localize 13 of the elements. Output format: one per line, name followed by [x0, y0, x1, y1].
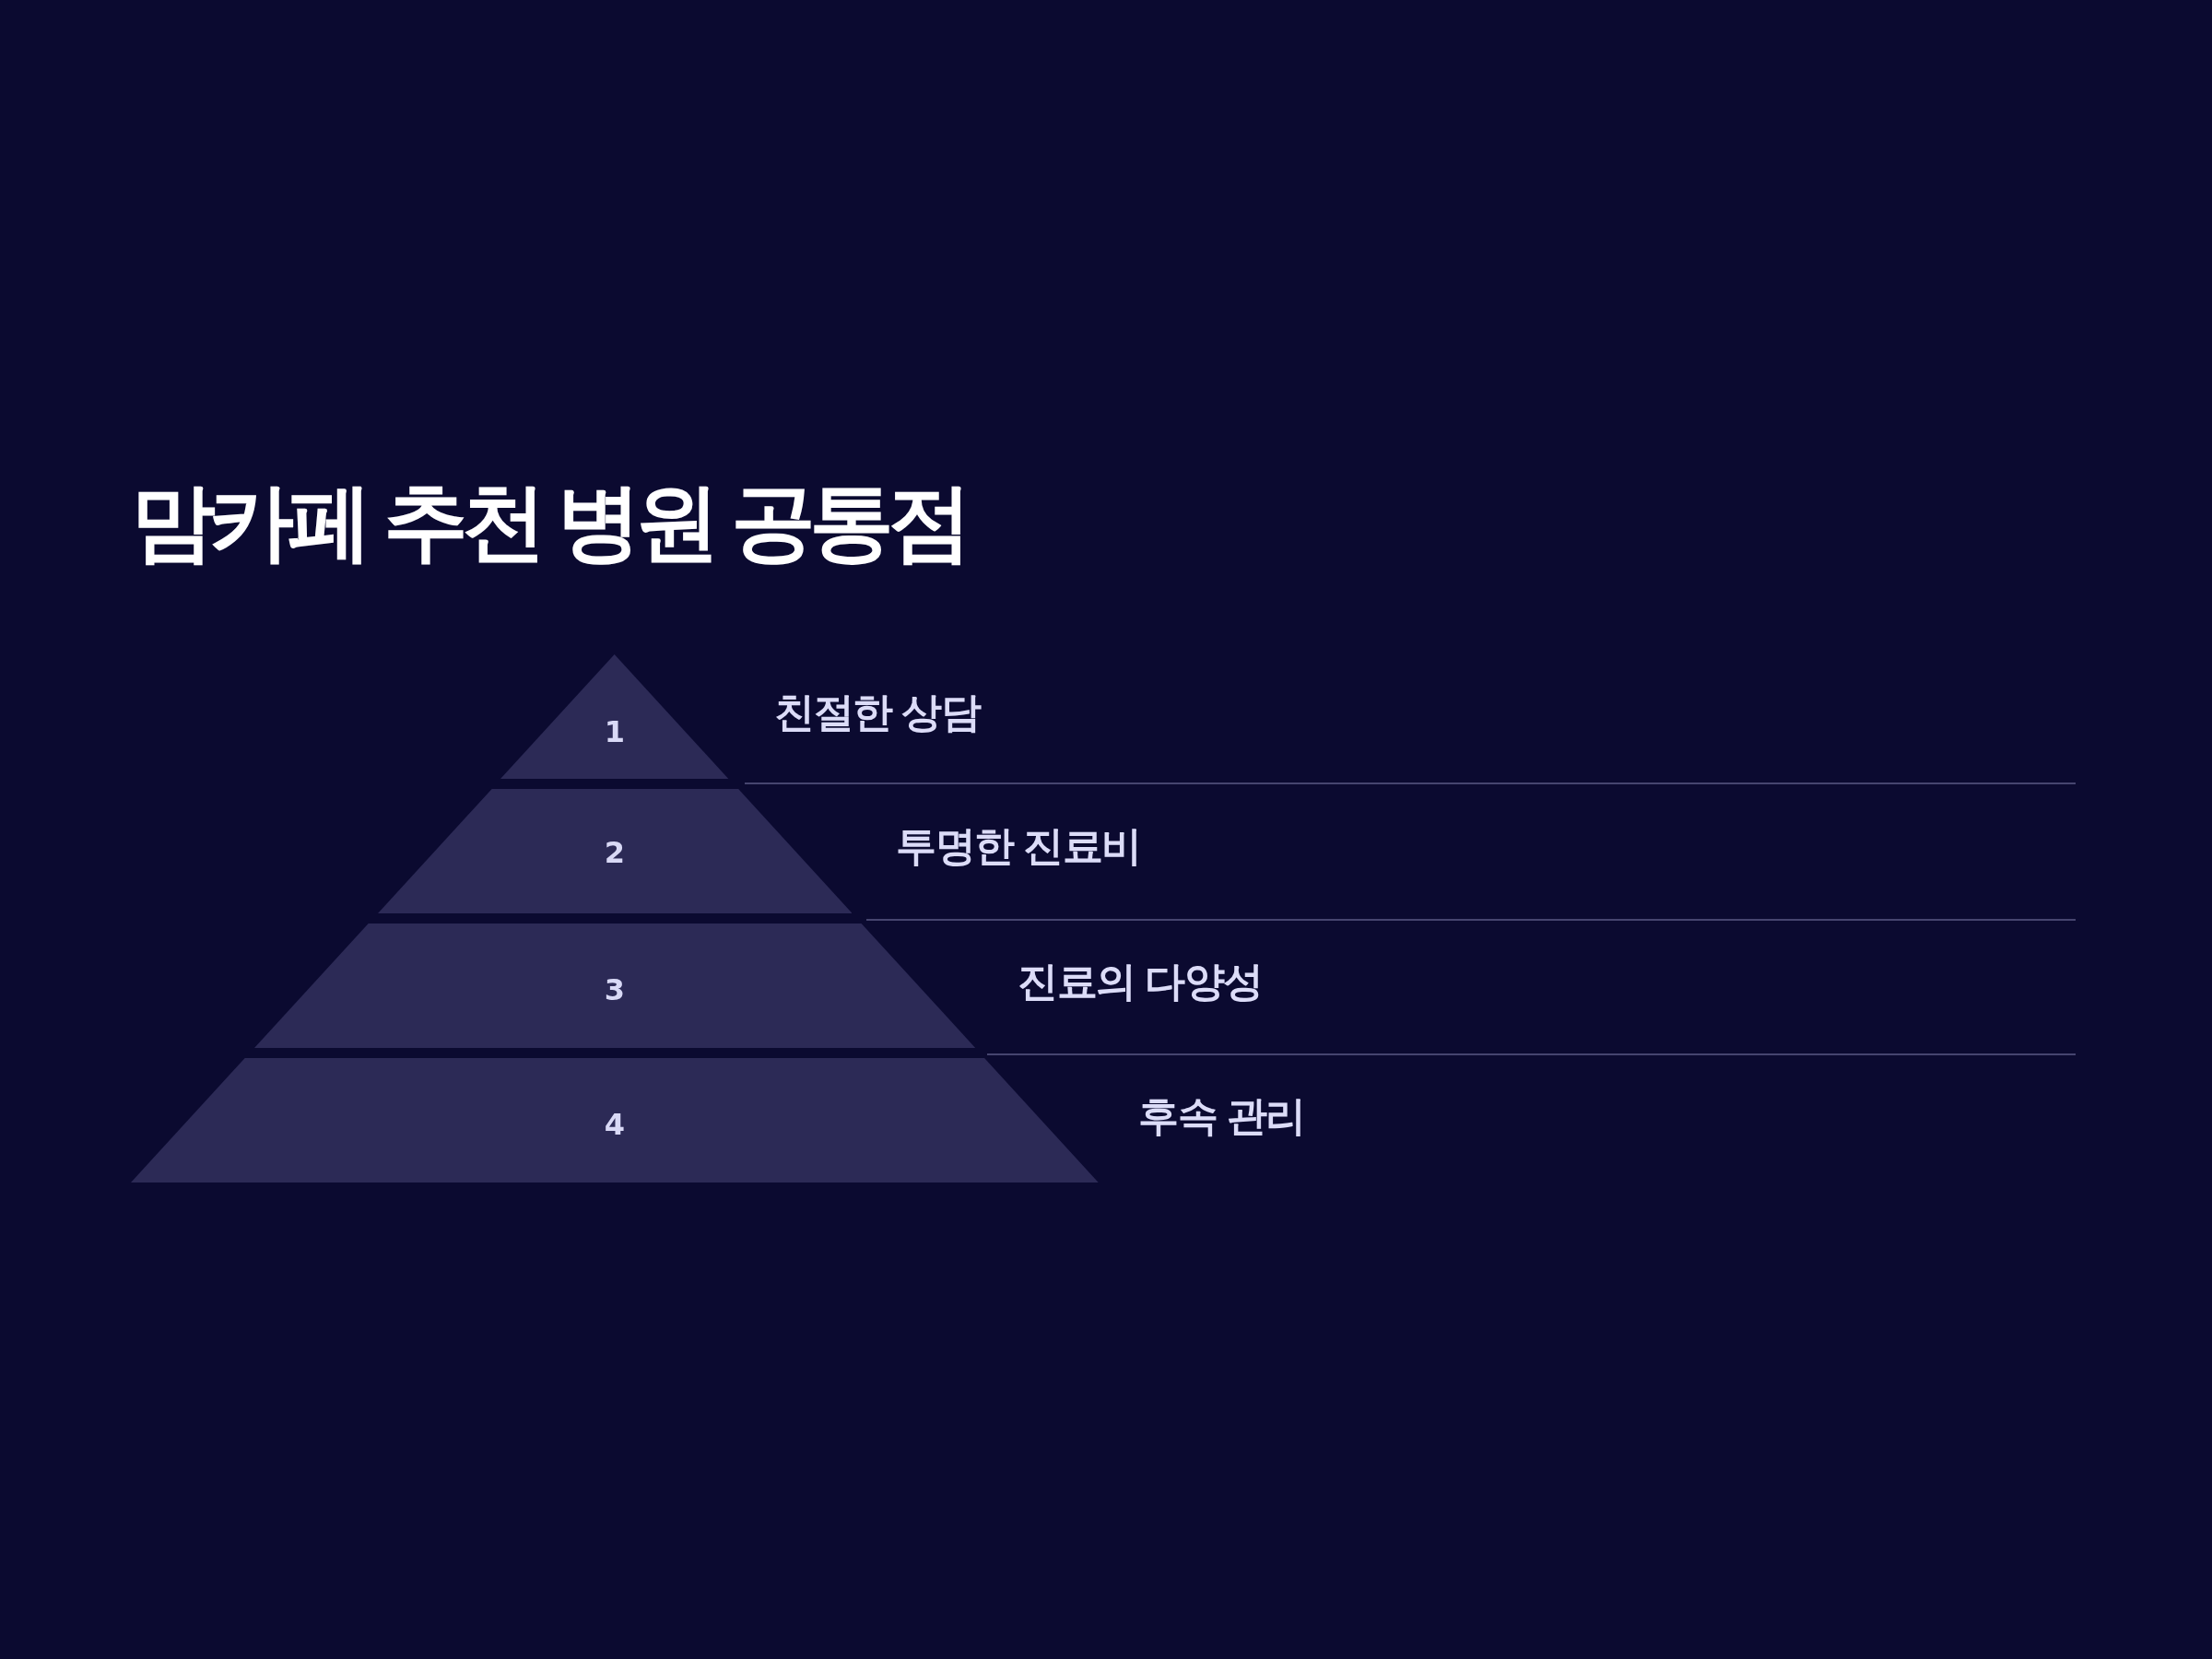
title: 맘카페 추천 병원 공통점	[131, 479, 966, 564]
tier-label: 후속 관리	[1138, 1096, 1305, 1136]
tier-number: 2	[604, 838, 626, 867]
tier-number: 4	[604, 1110, 626, 1139]
pyramid-tier	[131, 1058, 1099, 1182]
tier-number: 1	[604, 717, 626, 747]
tier-number: 3	[604, 975, 626, 1005]
pyramid-tier	[500, 654, 729, 779]
tier-label: 투명한 진료비	[896, 826, 1141, 866]
tier-label: 친절한 상담	[774, 692, 981, 733]
tier-label: 진료의 다양성	[1018, 961, 1263, 1002]
pyramid-tier	[377, 789, 853, 913]
pyramid-tier	[253, 924, 976, 1048]
